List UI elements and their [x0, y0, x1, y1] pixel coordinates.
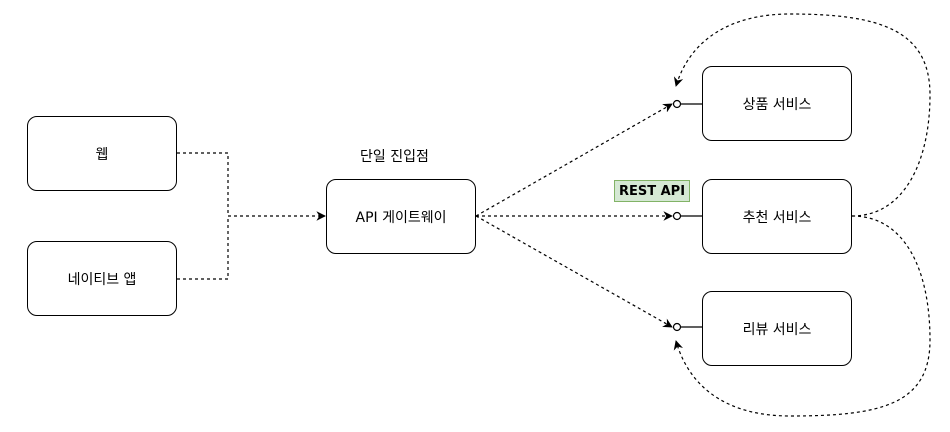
native-app-label: 네이티브 앱: [67, 271, 137, 288]
edge-gateway-review: [475, 215, 673, 328]
edge-recommend-product: [673, 13, 931, 217]
edge-web-gateway: [177, 152, 326, 221]
product-service-label: 상품 서비스: [742, 96, 812, 113]
single-entry-label: 단일 진입점: [360, 149, 429, 165]
native-app-box: 네이티브 앱: [27, 241, 177, 316]
recommend-service-label: 추천 서비스: [742, 209, 812, 226]
edge-app-gateway: [177, 216, 229, 280]
review-service-box: 리뷰 서비스: [702, 291, 852, 366]
rest-api-label: REST API: [618, 183, 686, 199]
interface-port-review: [672, 322, 682, 332]
recommend-service-box: 추천 서비스: [702, 179, 852, 254]
web-client-box: 웹: [27, 116, 177, 191]
review-service-label: 리뷰 서비스: [742, 321, 812, 338]
product-service-box: 상품 서비스: [702, 66, 852, 141]
interface-port-product: [672, 99, 682, 109]
edge-recommend-review: [673, 215, 931, 417]
interface-port-recommend: [672, 211, 682, 221]
rest-api-badge: REST API: [614, 180, 690, 202]
api-gateway-label: API 게이트웨이: [355, 209, 447, 226]
api-gateway-box: API 게이트웨이: [326, 179, 476, 254]
web-client-label: 웹: [95, 146, 109, 163]
edge-gateway-product: [475, 103, 673, 217]
